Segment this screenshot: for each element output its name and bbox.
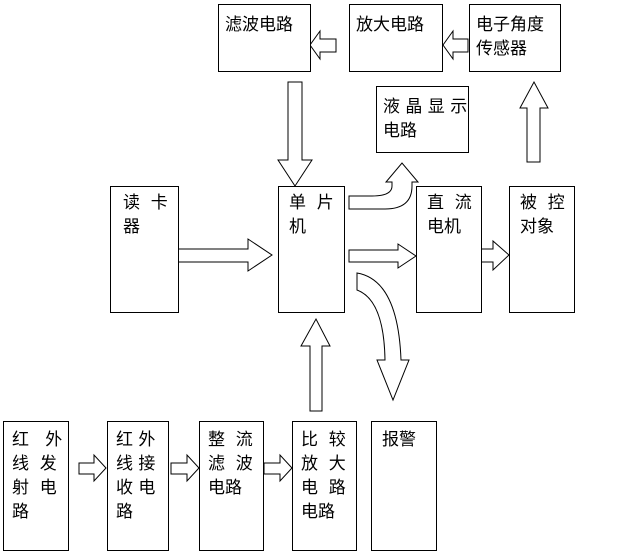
lcd-label-2: 电路 <box>383 121 417 141</box>
arrow-reader-to-mcu <box>177 238 273 272</box>
card-reader-block: 读 卡 器 <box>110 186 179 313</box>
dc-motor-label-1: 直 流 <box>427 193 472 213</box>
ir-receiver-label-3: 收 电 <box>116 478 156 498</box>
ir-emitter-block: 红 外 线 发 射 电 路 <box>3 421 69 551</box>
controlled-object-block: 被 控 对象 <box>509 186 575 313</box>
ir-receiver-block: 红 外 线 接 收 电 路 <box>107 421 169 551</box>
card-reader-label-2: 器 <box>123 217 140 237</box>
arrow-amplifier-to-filter <box>309 29 337 61</box>
alarm-block: 报警 <box>371 421 437 551</box>
ir-emitter-label-1: 红 外 <box>12 430 63 450</box>
arrow-comparator-to-mcu <box>300 317 331 412</box>
arrow-mcu-to-motor <box>348 243 417 269</box>
arrow-receiver-to-rectifier <box>170 453 200 483</box>
arrow-motor-to-object <box>480 239 510 272</box>
amplifier-circuit-block: 放大电路 <box>349 4 443 72</box>
arrow-object-to-sensor <box>519 80 549 163</box>
comparator-amp-block: 比 较 放 大 电 路 电路 <box>292 421 357 551</box>
filter-circuit-block: 滤波电路 <box>218 4 311 72</box>
comparator-amp-label-4: 电路 <box>301 502 335 522</box>
comparator-amp-label-2: 放 大 <box>301 454 346 474</box>
comparator-amp-label-1: 比 较 <box>301 430 346 450</box>
arrow-sensor-to-amplifier <box>442 29 469 61</box>
controlled-object-label-2: 对象 <box>520 217 554 237</box>
angle-sensor-block: 电子角度 传感器 <box>469 4 561 72</box>
card-reader-label-1: 读 卡 <box>123 193 168 213</box>
rectifier-filter-label-2: 滤 波 <box>208 454 253 474</box>
angle-sensor-label-1: 电子角度 <box>476 15 544 35</box>
angle-sensor-label-2: 传感器 <box>476 39 527 59</box>
ir-receiver-label-2: 线 接 <box>116 454 156 474</box>
rectifier-filter-block: 整 流 滤 波 电路 <box>199 421 264 551</box>
controlled-object-label-1: 被 控 <box>520 193 565 213</box>
mcu-block: 单 片 机 <box>278 186 345 313</box>
arrow-emitter-to-receiver <box>78 453 107 483</box>
comparator-amp-label-3: 电 路 <box>301 478 346 498</box>
arrow-mcu-to-alarm <box>356 272 410 402</box>
arrow-filter-to-mcu <box>277 81 313 187</box>
ir-emitter-label-2: 线 发 <box>12 454 57 474</box>
ir-emitter-label-4: 路 <box>12 502 29 522</box>
rectifier-filter-label-1: 整 流 <box>208 430 253 450</box>
mcu-label-1: 单 片 <box>289 193 334 213</box>
ir-emitter-label-3: 射 电 <box>12 478 57 498</box>
rectifier-filter-label-3: 电路 <box>208 478 242 498</box>
ir-receiver-label-1: 红 外 <box>116 430 156 450</box>
lcd-label-1: 液 晶 显 示 <box>383 97 468 117</box>
ir-receiver-label-4: 路 <box>116 502 133 522</box>
arrow-rectifier-to-comparator <box>263 453 293 483</box>
dc-motor-label-2: 电机 <box>427 217 461 237</box>
mcu-label-2: 机 <box>289 217 306 237</box>
dc-motor-block: 直 流 电机 <box>416 186 482 313</box>
amplifier-circuit-label: 放大电路 <box>356 15 424 35</box>
arrow-mcu-to-lcd <box>348 162 420 210</box>
filter-circuit-label: 滤波电路 <box>225 15 293 35</box>
alarm-label: 报警 <box>382 430 416 450</box>
lcd-circuit-block: 液 晶 显 示 电路 <box>376 86 469 153</box>
